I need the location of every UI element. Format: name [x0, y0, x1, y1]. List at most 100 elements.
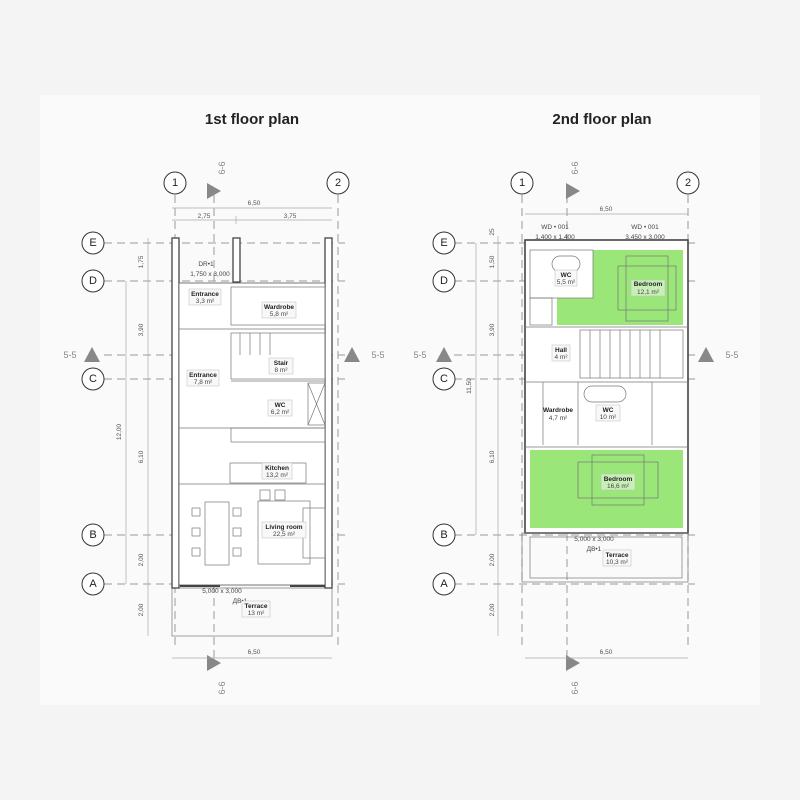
- svg-text:2,00: 2,00: [489, 553, 496, 566]
- floor2-grid-bubble-B: B: [432, 523, 456, 547]
- svg-text:Entrance: Entrance: [189, 372, 217, 379]
- svg-text:6,2 m²: 6,2 m²: [271, 409, 290, 416]
- floor1-dimensions: 6,50 2,75 3,75 1,75 3,90 6,10 2,00 2,00 …: [116, 200, 332, 659]
- svg-text:1,400 x 1,400: 1,400 x 1,400: [535, 234, 575, 241]
- room-label-wc-small: WC5,5 m²: [554, 269, 578, 287]
- floor2-title: 2nd floor plan: [552, 111, 651, 128]
- floor2-grid-bubble-A: A: [432, 572, 456, 596]
- floor2-grid-bubble-2: 2: [676, 171, 700, 195]
- svg-text:2: 2: [685, 177, 691, 189]
- floor1-grid-bubble-1: 1: [163, 171, 187, 195]
- floor2-window-label-1: WD • 001 1,400 x 1,400: [535, 224, 575, 241]
- svg-text:D: D: [440, 275, 448, 287]
- svg-text:A: A: [89, 578, 97, 590]
- svg-text:3,90: 3,90: [489, 323, 496, 336]
- floor2-grid-bubble-1: 1: [510, 171, 534, 195]
- svg-text:5,5 m²: 5,5 m²: [557, 279, 576, 286]
- floor2-section-6-6-bottom: 6-6: [566, 655, 580, 695]
- floor1-grid-bubble-B: B: [81, 523, 105, 547]
- svg-text:5-5: 5-5: [413, 350, 426, 360]
- svg-text:D: D: [89, 275, 97, 287]
- floor1-grid-bubble-A: A: [81, 572, 105, 596]
- svg-text:C: C: [440, 373, 448, 385]
- floor2-grid-bubble-D: D: [432, 269, 456, 293]
- svg-text:6,10: 6,10: [489, 450, 496, 463]
- svg-text:2,00: 2,00: [138, 553, 145, 566]
- svg-text:WD • 001: WD • 001: [541, 224, 569, 231]
- svg-text:1,50: 1,50: [489, 255, 496, 268]
- svg-text:6-6: 6-6: [570, 161, 580, 174]
- floor1-section-6-6-top: 6-6: [207, 161, 227, 199]
- room-label-wc: WC6,2 m²: [267, 399, 293, 417]
- floor1-section-5-5-left: 5-5: [63, 347, 100, 362]
- svg-text:7,8 m²: 7,8 m²: [194, 379, 213, 386]
- svg-text:6,50: 6,50: [600, 206, 613, 213]
- svg-text:4 m²: 4 m²: [555, 354, 569, 361]
- svg-text:11,50: 11,50: [466, 378, 473, 394]
- floor1-plan: 1st floor plan 1 2 E D C B A 6-6 6-6: [63, 111, 384, 695]
- svg-text:12,00: 12,00: [116, 423, 123, 440]
- svg-text:Stair: Stair: [274, 360, 289, 367]
- bedroom-1-highlight: [557, 250, 683, 325]
- floor2-section-6-6-top: 6-6: [566, 161, 580, 199]
- svg-text:25: 25: [489, 228, 496, 236]
- svg-text:6-6: 6-6: [217, 681, 227, 694]
- floor2-door-dv1-label: 5,000 x 3,000 ДВ•1: [574, 536, 614, 553]
- svg-text:DR•1: DR•1: [198, 261, 214, 268]
- floor1-section-5-5-right: 5-5: [344, 347, 385, 362]
- svg-text:13 m²: 13 m²: [248, 610, 265, 617]
- svg-text:8 m²: 8 m²: [275, 367, 289, 374]
- svg-text:2,00: 2,00: [138, 603, 145, 616]
- svg-text:22,5 m²: 22,5 m²: [273, 531, 296, 538]
- svg-text:B: B: [440, 529, 447, 541]
- svg-text:Terrace: Terrace: [244, 603, 267, 610]
- svg-text:1,75: 1,75: [138, 255, 145, 268]
- svg-text:A: A: [440, 578, 448, 590]
- floor2-grid-bubble-C: C: [432, 367, 456, 391]
- svg-text:6,10: 6,10: [138, 450, 145, 463]
- svg-text:3,3 m²: 3,3 m²: [196, 298, 215, 305]
- svg-text:2,75: 2,75: [198, 213, 211, 220]
- floor1-grid-bubble-C: C: [81, 367, 105, 391]
- svg-text:5,000 x 3,000: 5,000 x 3,000: [574, 536, 614, 543]
- floor2-stair: [579, 329, 684, 379]
- svg-text:12,1 m²: 12,1 m²: [637, 289, 660, 296]
- svg-text:ДВ•1: ДВ•1: [233, 598, 248, 605]
- svg-text:1: 1: [519, 177, 525, 189]
- svg-text:WC: WC: [275, 402, 286, 409]
- svg-text:6-6: 6-6: [570, 681, 580, 694]
- floor2-section-5-5-right: 5-5: [698, 347, 739, 362]
- svg-text:1,750 x 3,000: 1,750 x 3,000: [190, 271, 230, 278]
- svg-text:6,50: 6,50: [248, 200, 261, 207]
- svg-text:3,75: 3,75: [284, 213, 297, 220]
- floor2-window-label-2: WD • 001 3,450 x 3,000: [625, 224, 665, 241]
- svg-text:Bedroom: Bedroom: [634, 281, 663, 288]
- svg-text:Terrace: Terrace: [605, 552, 628, 559]
- svg-text:Kitchen: Kitchen: [265, 465, 289, 472]
- floor1-grid-bubble-E: E: [81, 231, 105, 255]
- svg-text:16,6 m²: 16,6 m²: [607, 483, 630, 490]
- svg-text:2,00: 2,00: [489, 603, 496, 616]
- floor2-section-5-5-left: 5-5: [413, 347, 452, 362]
- svg-text:10 m²: 10 m²: [600, 414, 617, 421]
- svg-text:10,3 m²: 10,3 m²: [606, 559, 629, 566]
- floor1-door-dr1-label: DR•1 1,750 x 3,000: [190, 261, 230, 278]
- svg-text:Wardrobe: Wardrobe: [543, 407, 573, 414]
- floor1-grid-bubble-2: 2: [326, 171, 350, 195]
- svg-text:6,50: 6,50: [248, 649, 261, 656]
- svg-text:E: E: [89, 237, 96, 249]
- floor1-door-dv1-label: 5,000 x 3,000 ДВ•1: [202, 588, 247, 605]
- floor1-section-6-6-bottom: 6-6: [207, 655, 227, 695]
- svg-text:ДВ•1: ДВ•1: [587, 546, 602, 553]
- floor1-grid-bubble-D: D: [81, 269, 105, 293]
